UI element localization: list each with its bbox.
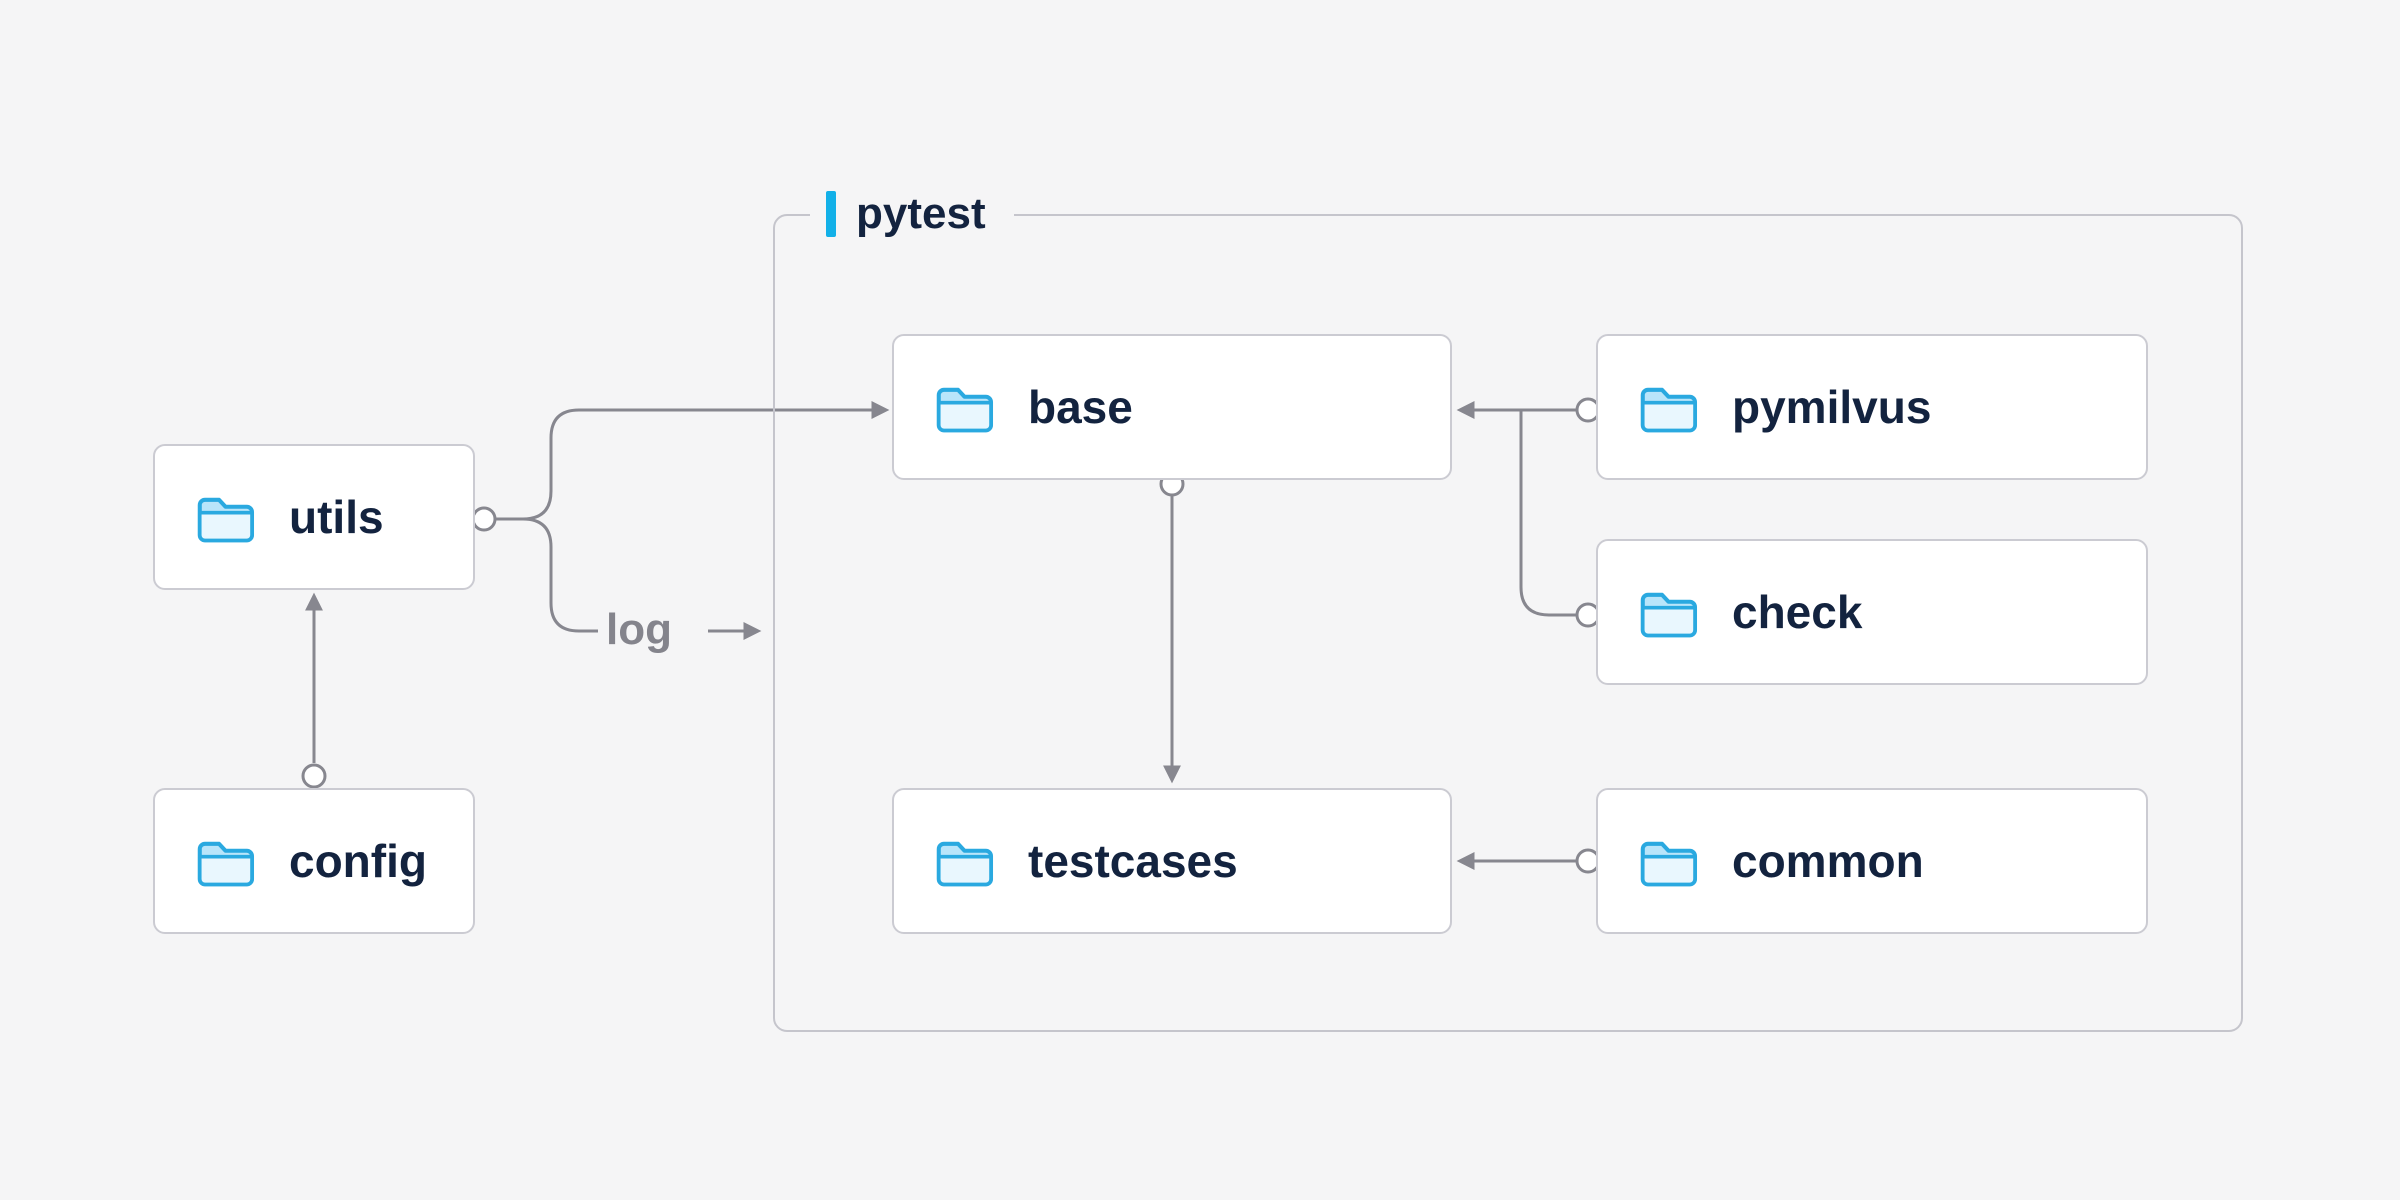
folder-icon — [195, 490, 257, 544]
folder-icon — [934, 834, 996, 888]
node-common: common — [1596, 788, 2148, 934]
pytest-container-label: pytest — [810, 182, 1014, 246]
node-label: config — [289, 835, 427, 887]
folder-icon — [1638, 585, 1700, 639]
folder-icon — [934, 380, 996, 434]
node-config: config — [153, 788, 475, 934]
node-label: base — [1028, 381, 1133, 433]
node-label: check — [1732, 586, 1863, 638]
edge-utils-log — [496, 517, 598, 633]
node-check: check — [1596, 539, 2148, 685]
edge-start-dot — [301, 763, 327, 789]
node-label: common — [1732, 835, 1924, 887]
log-edge-label: log — [606, 605, 672, 654]
folder-icon — [1638, 834, 1700, 888]
edge-check-base — [1519, 411, 1576, 617]
node-pymilvus: pymilvus — [1596, 334, 2148, 480]
node-base: base — [892, 334, 1452, 480]
node-testcases: testcases — [892, 788, 1452, 934]
accent-bar — [826, 191, 836, 237]
node-utils: utils — [153, 444, 475, 590]
folder-icon — [1638, 380, 1700, 434]
edge-utils-base — [496, 401, 890, 521]
node-label: utils — [289, 491, 384, 543]
edge-start-dot — [471, 506, 497, 532]
folder-icon — [195, 834, 257, 888]
pytest-container — [773, 214, 2243, 1032]
node-label: testcases — [1028, 835, 1238, 887]
node-label: pymilvus — [1732, 381, 1932, 433]
pytest-label-text: pytest — [856, 189, 986, 238]
